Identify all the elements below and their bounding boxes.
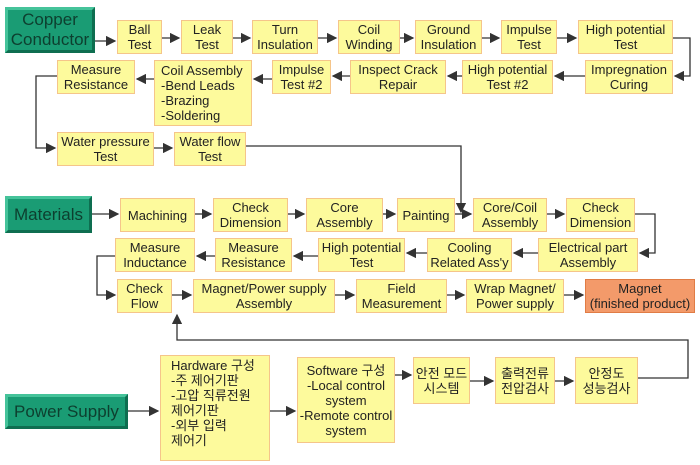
step-impulse-test-2: Impulse Test #2 [272, 60, 331, 94]
step-inspect-crack-repair: Inspect Crack Repair [350, 60, 446, 94]
step-electrical-part-assembly: Electrical part Assembly [538, 238, 638, 272]
materials-source: Materials [5, 196, 92, 233]
step-water-flow-test: Water flow Test [174, 132, 246, 166]
step-magnet-power-supply-assembly: Magnet/Power supply Assembly [193, 279, 335, 313]
step-measure-resistance: Measure Resistance [57, 60, 135, 94]
step-coil-winding: Coil Winding [338, 20, 400, 54]
step-check-flow: Check Flow [117, 279, 172, 313]
power-supply-source: Power Supply [5, 394, 128, 429]
step-high-potential-test: High potential Test [578, 20, 673, 54]
step-check-dimension-2: Check Dimension [566, 198, 635, 232]
step-ball-test: Ball Test [117, 20, 162, 54]
step-machining: Machining [120, 198, 195, 232]
step-painting: Painting [397, 198, 455, 232]
copper-conductor-source: Copper Conductor [5, 7, 95, 53]
step-high-potential-test-materials: High potential Test [318, 238, 405, 272]
step-check-dimension: Check Dimension [213, 198, 288, 232]
step-turn-insulation: Turn Insulation [252, 20, 318, 54]
step-impulse-test: Impulse Test [501, 20, 557, 54]
step-field-measurement: Field Measurement [356, 279, 447, 313]
step-software-config: Software 구성 -Local control system -Remot… [297, 357, 395, 443]
step-high-potential-test-2: High potential Test #2 [462, 60, 553, 94]
step-stability-performance-test: 안정도 성능검사 [575, 357, 638, 404]
step-safety-mode-system: 안전 모드 시스템 [413, 357, 470, 404]
step-core-assembly: Core Assembly [306, 198, 383, 232]
step-cooling-related-assy: Cooling Related Ass'y [427, 238, 512, 272]
step-core-coil-assembly: Core/Coil Assembly [473, 198, 547, 232]
step-measure-inductance: Measure Inductance [115, 238, 195, 272]
step-leak-test: Leak Test [181, 20, 233, 54]
step-impregnation-curing: Impregnation Curing [585, 60, 673, 94]
final-product-magnet: Magnet (finished product) [585, 279, 695, 313]
step-coil-assembly: Coil Assembly -Bend Leads -Brazing -Sold… [154, 60, 252, 126]
step-hardware-config: Hardware 구성 -주 제어기판 -고압 직류전원 제어기판 -외부 입력… [160, 355, 270, 461]
step-wrap-magnet-power-supply: Wrap Magnet/ Power supply [466, 279, 564, 313]
step-output-current-voltage-test: 출력전류 전압검사 [495, 357, 555, 404]
step-water-pressure-test: Water pressure Test [57, 132, 154, 166]
step-ground-insulation: Ground Insulation [415, 20, 482, 54]
step-measure-resistance-materials: Measure Resistance [215, 238, 292, 272]
